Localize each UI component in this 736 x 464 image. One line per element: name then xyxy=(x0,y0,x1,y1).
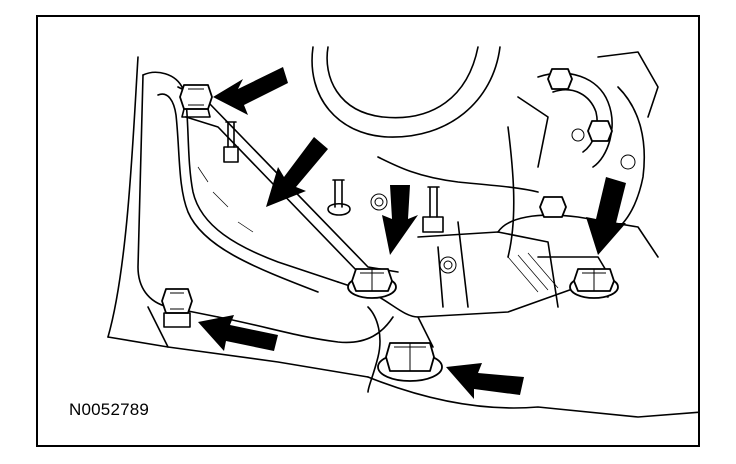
bolt-lower-center xyxy=(377,342,443,382)
arrow-lower-center-bolt xyxy=(446,363,524,399)
engine-mount-illustration xyxy=(107,46,698,418)
arrow-upper-left-bolt xyxy=(213,67,288,115)
bolt-center xyxy=(347,268,397,299)
studs xyxy=(223,121,444,233)
accessory-pulley xyxy=(517,51,659,233)
bolt-upper-left xyxy=(179,84,213,118)
arrow-center-stud-bolt xyxy=(382,185,418,255)
figure-id-label: N0052789 xyxy=(69,400,150,419)
arrow-bracket-edge xyxy=(266,137,328,207)
bolt-upper-right xyxy=(539,68,613,218)
arrow-right-bolt xyxy=(586,177,626,255)
bolt-lower-left xyxy=(161,288,193,328)
arrow-lower-left-bolt xyxy=(198,315,278,351)
engine-housing xyxy=(107,46,698,418)
figure-frame: N0052789 xyxy=(36,15,700,447)
bolt-right xyxy=(569,268,619,299)
